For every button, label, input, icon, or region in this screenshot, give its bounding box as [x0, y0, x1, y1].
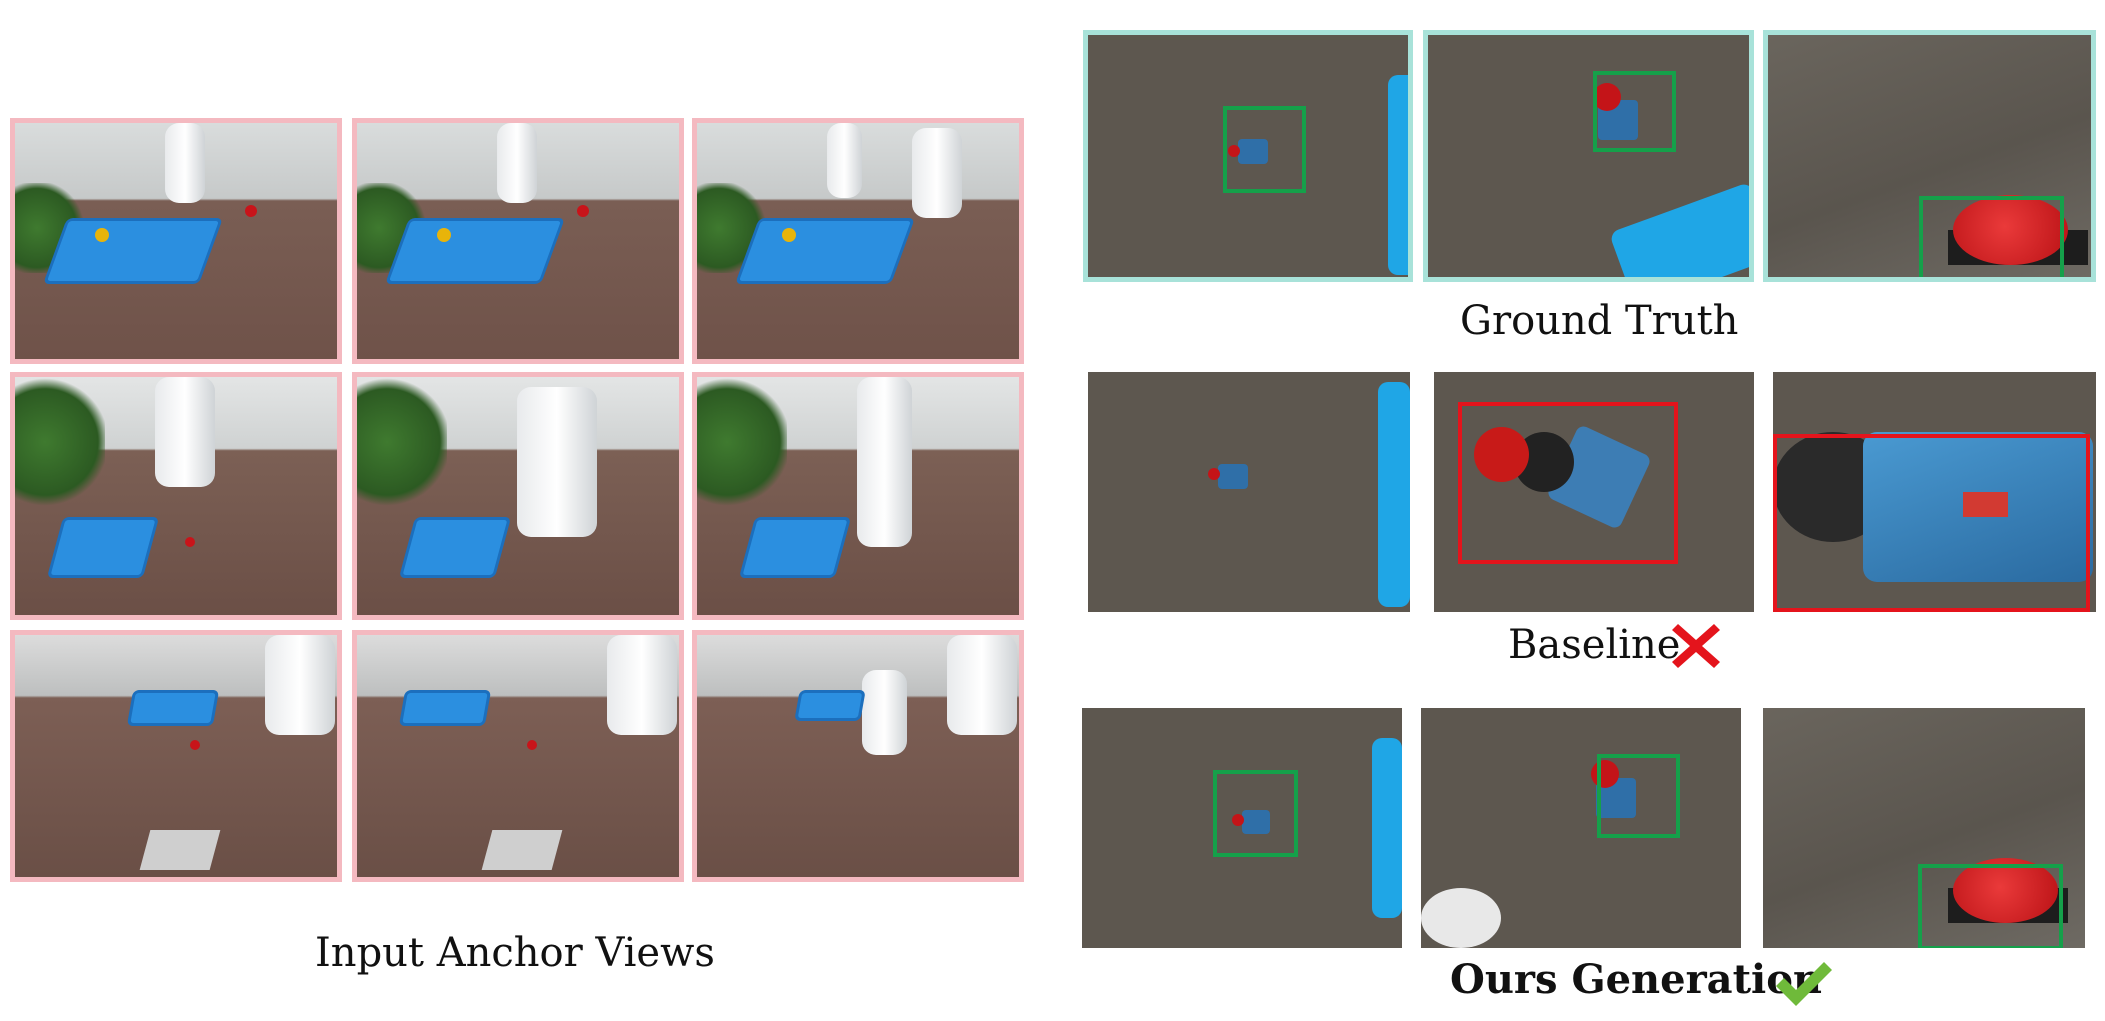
- anchor-view-1-2: [352, 118, 684, 364]
- ours-view-3: [1763, 708, 2085, 948]
- anchor-view-2-1: [10, 372, 342, 620]
- ours-view-1: [1082, 708, 1402, 948]
- input-anchor-views-label: Input Anchor Views: [315, 930, 715, 976]
- cross-mark-icon: [1672, 624, 1720, 668]
- ground-truth-box-1: [1223, 106, 1306, 193]
- ground-truth-view-1: [1083, 30, 1413, 282]
- anchor-view-1-1: [10, 118, 342, 364]
- ground-truth-box-2: [1593, 71, 1676, 152]
- anchor-view-2-2: [352, 372, 684, 620]
- anchor-view-1-3: [692, 118, 1024, 364]
- anchor-view-3-1: [10, 630, 342, 882]
- ours-box-1: [1213, 770, 1298, 857]
- ours-box-3: [1918, 864, 2063, 948]
- ground-truth-view-3: [1763, 30, 2096, 282]
- anchor-view-3-3: [692, 630, 1024, 882]
- baseline-view-3: [1773, 372, 2096, 612]
- anchor-view-3-2: [352, 630, 684, 882]
- ours-generation-label: Ours Generation: [1450, 956, 1823, 1003]
- baseline-view-1: [1088, 372, 1410, 612]
- ground-truth-box-3: [1919, 196, 2064, 277]
- baseline-box-2: [1458, 402, 1678, 564]
- baseline-view-2: [1434, 372, 1754, 612]
- baseline-box-3: [1773, 434, 2090, 612]
- ours-view-2: [1421, 708, 1741, 948]
- ground-truth-label: Ground Truth: [1460, 298, 1739, 344]
- baseline-label: Baseline: [1508, 622, 1681, 668]
- ours-box-2: [1597, 754, 1680, 838]
- check-mark-icon: [1776, 962, 1832, 1006]
- anchor-view-2-3: [692, 372, 1024, 620]
- ground-truth-view-2: [1423, 30, 1754, 282]
